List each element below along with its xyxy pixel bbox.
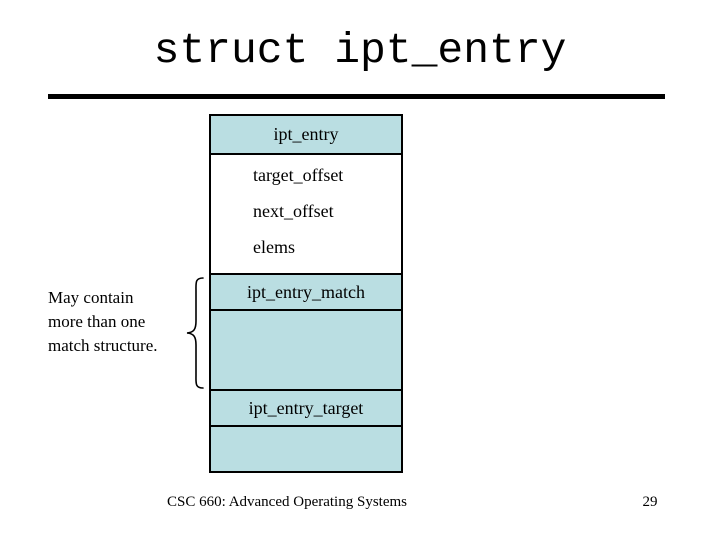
struct-target-body-cell	[211, 427, 401, 471]
annotation-line-1: May contain	[48, 288, 134, 307]
page-number: 29	[642, 494, 658, 510]
struct-diagram: ipt_entry target_offset next_offset elem…	[209, 114, 403, 473]
struct-match-label-cell: ipt_entry_match	[211, 275, 401, 311]
slide-title: struct ipt_entry	[153, 26, 567, 75]
left-brace-icon	[186, 277, 204, 389]
struct-match-body-cell	[211, 311, 401, 391]
struct-field-elems: elems	[253, 237, 295, 257]
annotation-text: May contain more than one match structur…	[48, 286, 193, 358]
annotation-line-2: more than one	[48, 312, 146, 331]
footer-text: CSC 660: Advanced Operating Systems	[167, 494, 407, 510]
title-divider-rule	[48, 94, 665, 99]
struct-header-cell: ipt_entry	[211, 116, 401, 155]
struct-field-next-offset: next_offset	[253, 201, 334, 221]
struct-field-target-offset: target_offset	[253, 165, 344, 185]
annotation-line-3: match structure.	[48, 336, 158, 355]
struct-target-label-cell: ipt_entry_target	[211, 391, 401, 427]
struct-fields-cell: target_offset next_offset elems	[211, 155, 401, 275]
